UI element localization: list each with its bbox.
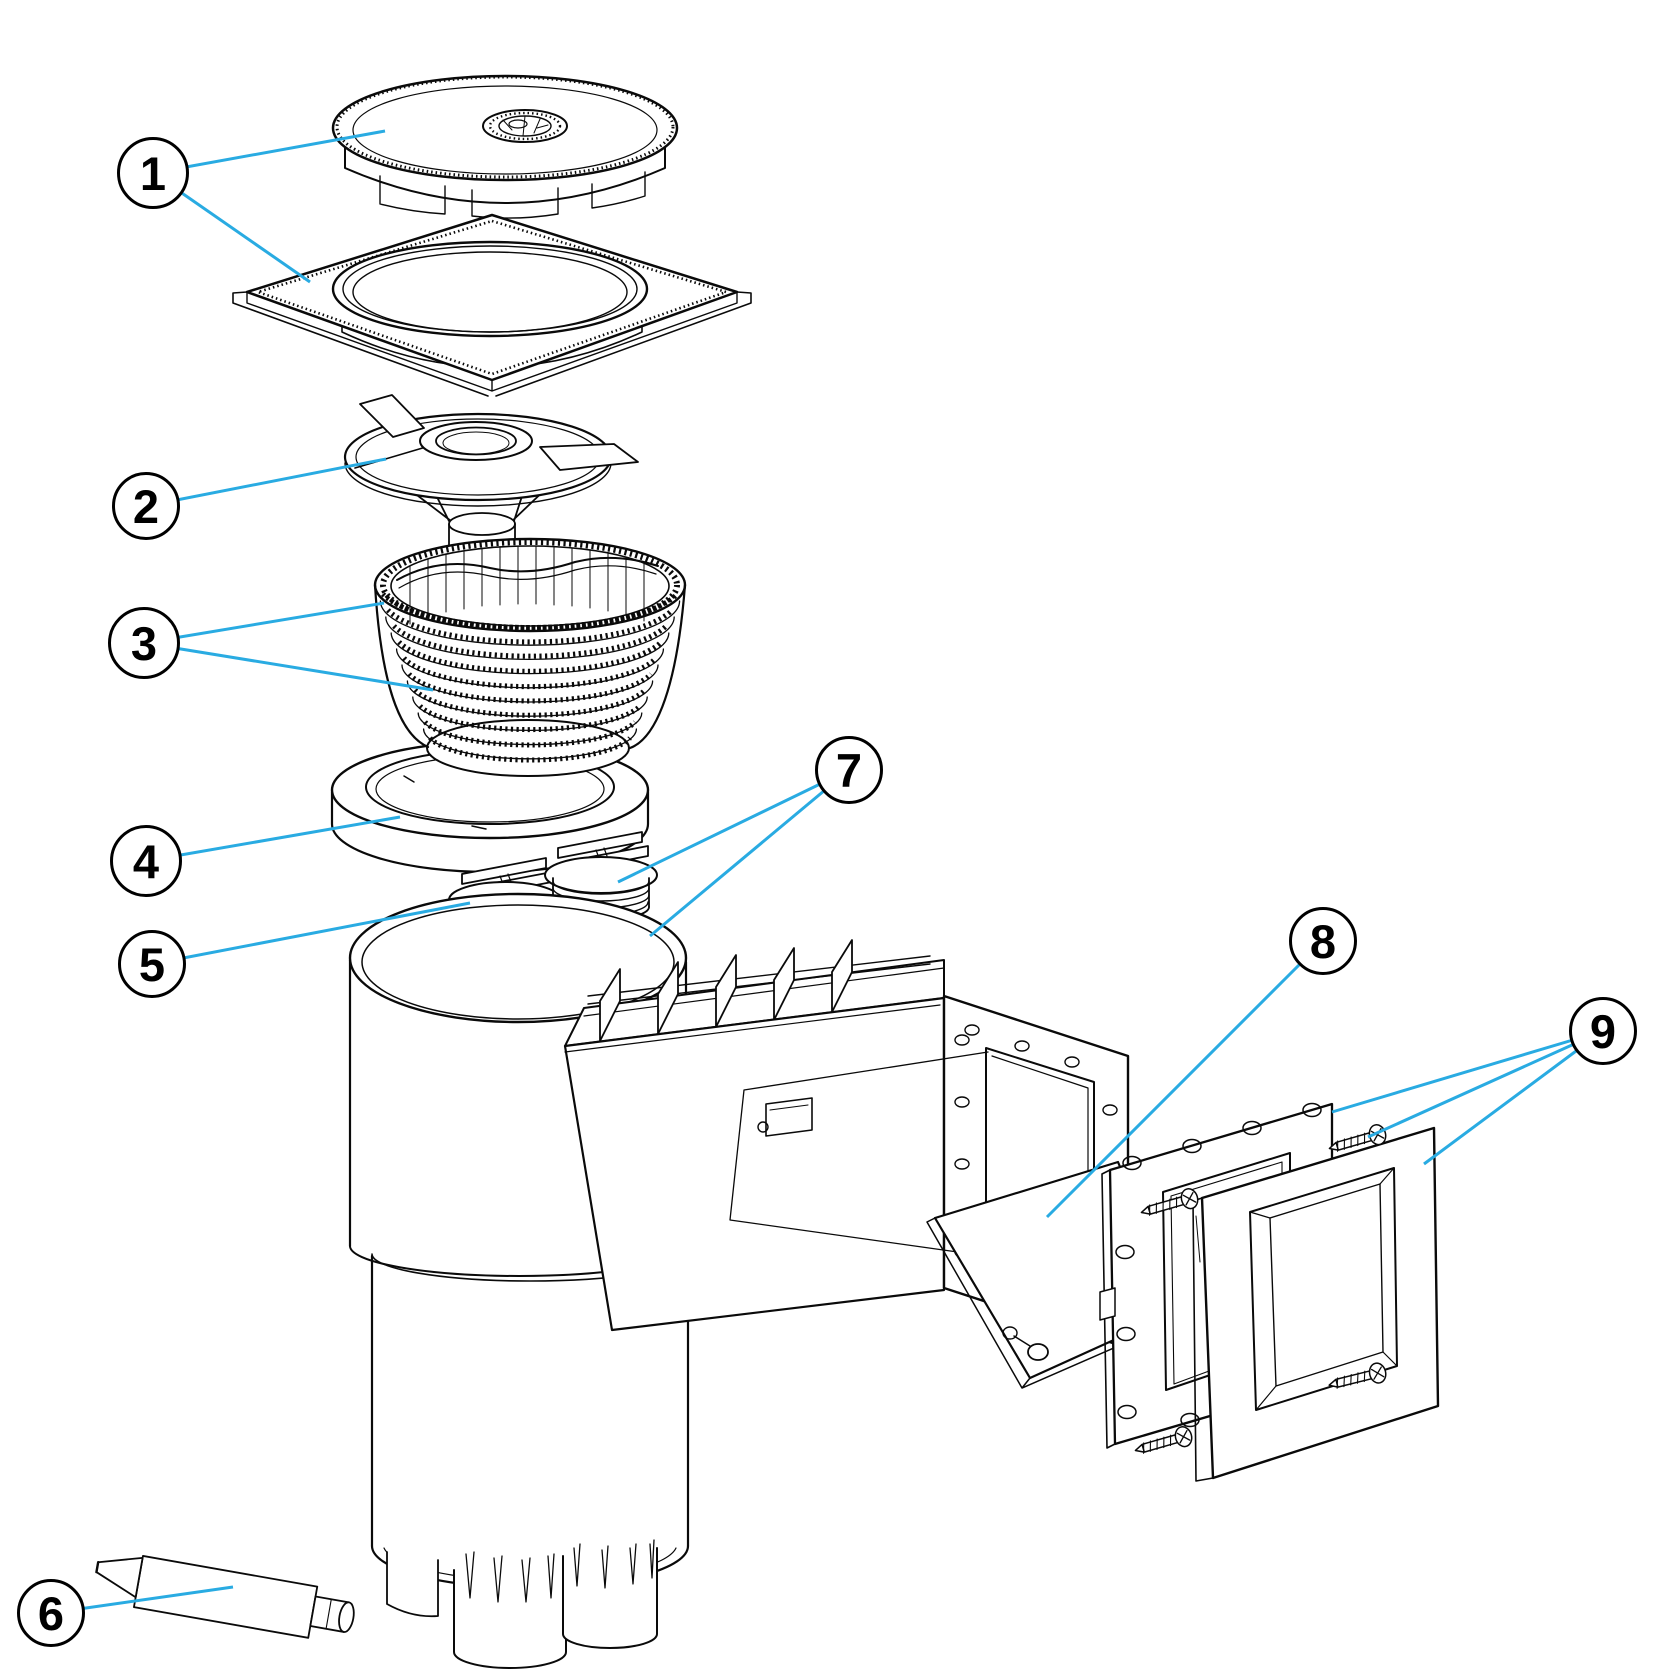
leader-line-2 <box>145 457 387 508</box>
leader-line-8 <box>1045 939 1325 1219</box>
faceplate-frame <box>1192 1126 1440 1482</box>
callout-2: 2 <box>112 472 180 540</box>
screw-pointer-line <box>1195 1215 1201 1263</box>
round-lid <box>331 74 679 219</box>
callout-3: 3 <box>108 607 180 679</box>
leader-lines <box>50 129 1604 1615</box>
callout-1: 1 <box>117 137 189 209</box>
leader-line-9-3 <box>1423 1029 1604 1166</box>
leader-line-1-1 <box>152 129 386 175</box>
leader-line-3-1 <box>143 601 385 645</box>
callout-4: 4 <box>110 825 182 897</box>
callout-5: 5 <box>118 930 186 998</box>
callout-7: 7 <box>815 736 883 804</box>
lid-center-rosette-icon <box>482 109 568 143</box>
leader-line-5 <box>151 901 471 966</box>
callout-8: 8 <box>1289 907 1357 975</box>
leader-line-7-1 <box>617 768 850 884</box>
sealant-tube <box>95 1554 355 1639</box>
skimmer-basket <box>373 537 687 777</box>
leader-line-3-2 <box>143 641 434 692</box>
screw <box>1134 1426 1193 1454</box>
callout-9: 9 <box>1569 997 1637 1065</box>
leader-line-7-2 <box>649 768 850 938</box>
callout-6: 6 <box>17 1579 85 1647</box>
screw <box>1140 1188 1199 1216</box>
square-extension-frame <box>232 213 752 397</box>
vortex-plate <box>343 394 639 561</box>
leader-line-9-1 <box>1331 1029 1604 1114</box>
screw <box>1328 1362 1387 1389</box>
leader-line-9-2 <box>1367 1029 1604 1139</box>
leader-line-4 <box>145 815 401 863</box>
